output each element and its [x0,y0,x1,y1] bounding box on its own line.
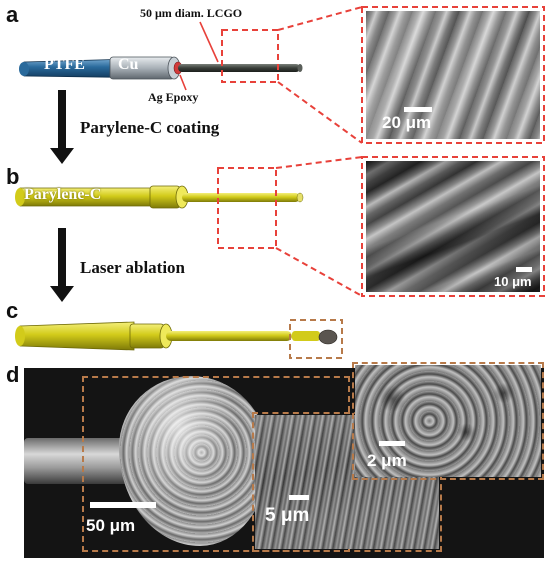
scale-label-d-top: 2 μm [367,451,407,470]
callout-box-c [289,319,343,359]
sem-image-b: 10 μm [366,161,540,292]
scale-bar-d-top [379,441,405,446]
epoxy-label: Ag Epoxy [148,90,199,104]
panel-d-letter: d [6,362,20,387]
scale-label-d-main: 50 μm [86,516,136,535]
cable-c [15,321,338,351]
scale-bar-d-mid [289,495,309,500]
cable-b [15,185,304,209]
sem-image-d-mid: 5 μm [255,415,439,549]
callout-box-a [221,29,279,83]
cu-label: Cu [118,56,139,73]
step-laser-ablation: Laser ablation [80,258,186,277]
scale-bar-b [516,267,532,272]
sem-image-d-top: 2 μm [355,365,541,477]
callout-box-d-mid-frame [252,412,442,552]
step-parylene-coating: Parylene-C coating [80,118,220,137]
cable-a [19,56,303,80]
scale-bar-a [404,107,432,112]
panel-c-letter: c [6,298,19,323]
fiber-label: 50 μm diam. LCGO [140,6,243,20]
callout-box-d-small-frame [352,362,544,480]
sem-image-a: 20 μm [366,11,540,139]
scale-label-a: 20 μm [382,113,432,132]
panel-a-letter: a [6,2,19,27]
callout-box-b [217,167,277,249]
panel-b-letter: b [6,164,20,189]
scale-label-b: 10 μm [494,274,532,289]
scale-label-d-mid: 5 μm [265,505,310,526]
parylene-label: Parylene-C [24,186,102,203]
scale-bar-d-main [90,502,156,508]
ptfe-label: PTFE [44,56,85,73]
